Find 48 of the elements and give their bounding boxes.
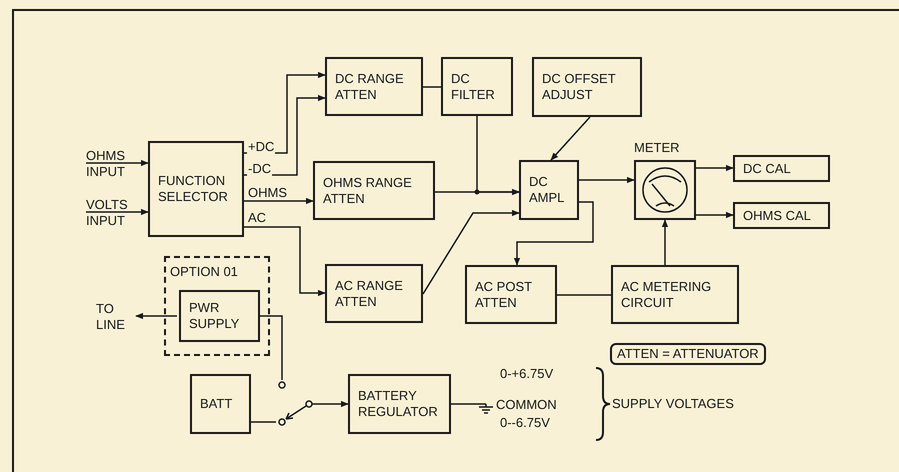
block-box: DC AMPL: [519, 160, 579, 220]
connector: [135, 312, 177, 320]
connector: [696, 212, 734, 218]
option-boundary: [164, 256, 270, 356]
edge-label: -DC: [247, 162, 272, 176]
block-box: BATT: [190, 374, 251, 434]
block-box: OHMS RANGE ATTEN: [313, 161, 435, 220]
connector: [316, 400, 349, 408]
connector: [86, 160, 149, 166]
connector: [435, 188, 520, 196]
connector: [86, 208, 149, 216]
edge-label: +DC: [247, 140, 276, 154]
connector: [696, 164, 734, 172]
connector: [423, 86, 441, 88]
signal-label: OHMS INPUT: [86, 148, 136, 180]
connector: [244, 198, 314, 204]
voltage-label: 0--6.75V: [500, 415, 550, 431]
signal-label: VOLTS INPUT: [86, 197, 136, 229]
block-box: DC OFFSET ADJUST: [532, 57, 642, 117]
connector: [451, 403, 478, 405]
connector: [662, 219, 668, 265]
block-box: AC METERING CIRCUIT: [611, 265, 739, 324]
connector: [258, 315, 283, 380]
connector: [251, 421, 276, 423]
block-box: AC POST ATTEN: [465, 265, 557, 324]
connector: [550, 116, 591, 161]
block-box: OHMS CAL: [733, 202, 830, 229]
connector: [422, 210, 520, 294]
block-box: DC CAL: [733, 155, 830, 182]
connector: [244, 226, 326, 296]
block-box: PWR SUPPLY: [179, 290, 260, 342]
connector: [514, 201, 594, 266]
block-box: DC FILTER: [441, 57, 513, 116]
group-label: OPTION 01: [170, 264, 238, 280]
voltage-label: SUPPLY VOLTAGES: [612, 396, 734, 412]
block-box: BATTERY REGULATOR: [348, 374, 451, 434]
connector: [579, 176, 635, 184]
abbreviation-note: ATTEN = ATTENUATOR: [610, 343, 766, 365]
ground-label: COMMON: [496, 397, 557, 413]
voltage-label: 0-+6.75V: [500, 366, 554, 382]
meter-label: METER: [634, 140, 680, 156]
block-box: DC RANGE ATTEN: [325, 57, 423, 116]
signal-label: TO LINE: [96, 301, 136, 333]
block-box: AC RANGE ATTEN: [325, 264, 423, 323]
block-box: FUNCTION SELECTOR: [148, 141, 244, 237]
connector: [557, 294, 611, 296]
edge-label: AC: [247, 211, 268, 225]
edge-label: OHMS: [247, 186, 288, 200]
